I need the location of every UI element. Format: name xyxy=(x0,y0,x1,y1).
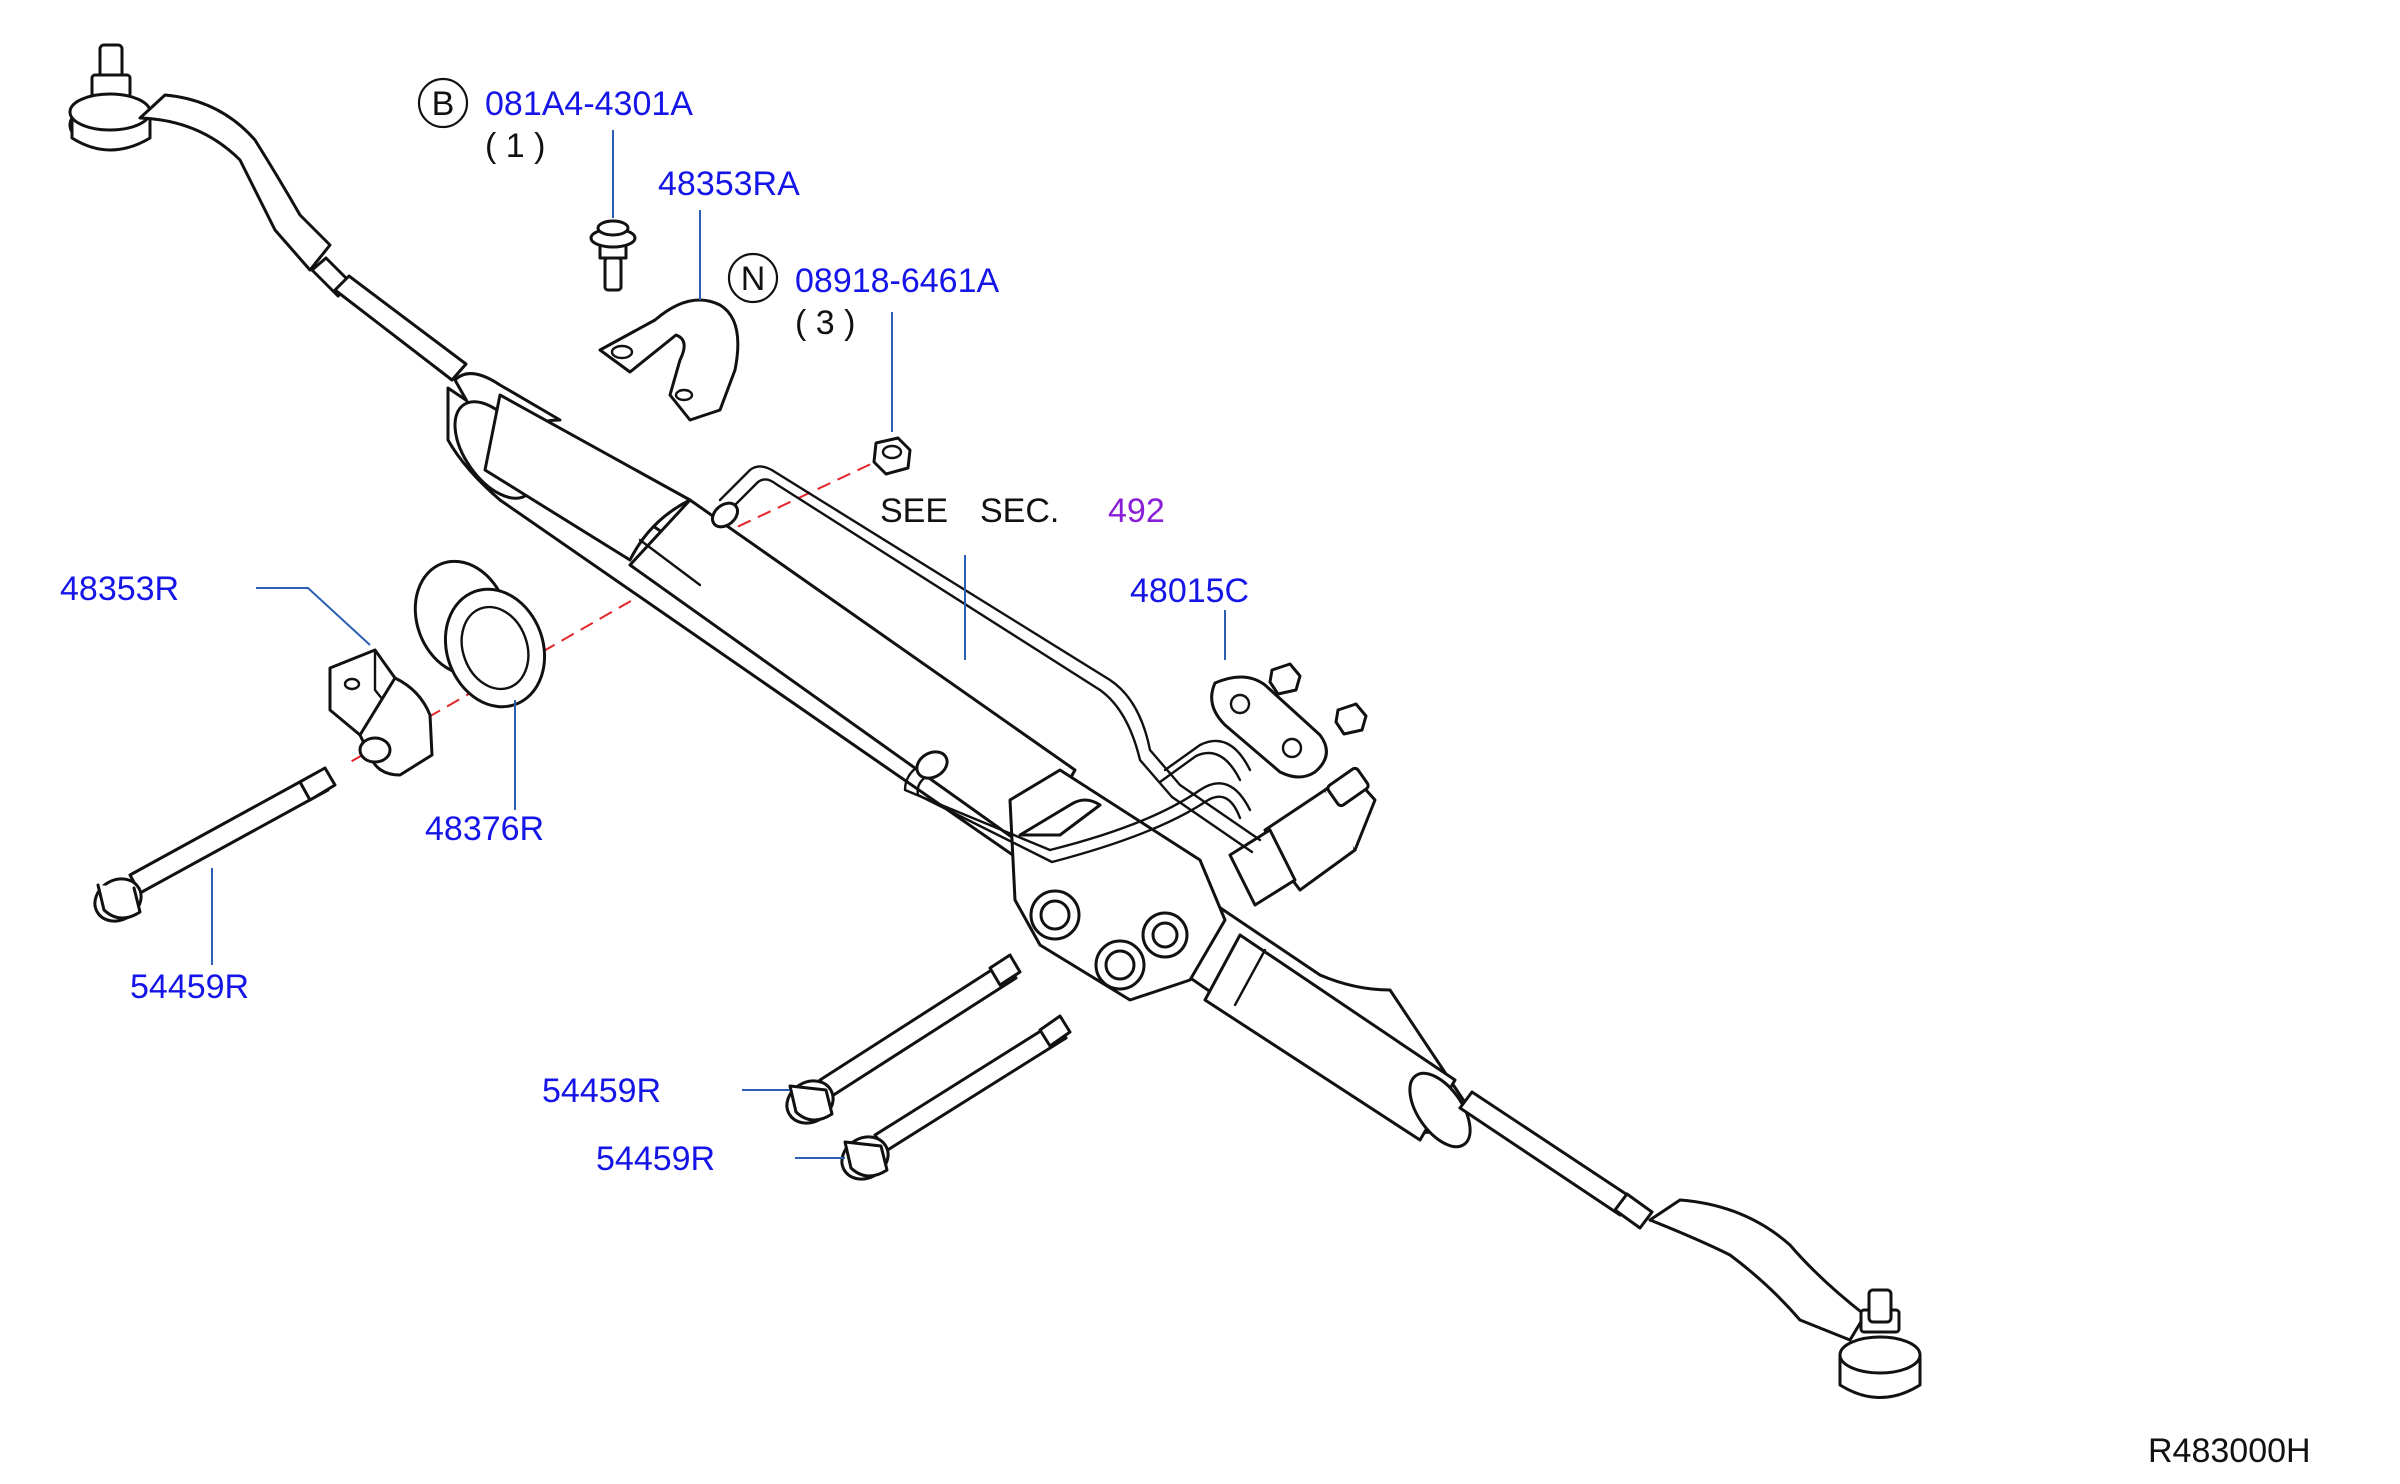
bolt-left xyxy=(93,766,337,923)
part-number-48353RA[interactable]: 48353RA xyxy=(658,165,800,203)
bolt-middle-upper xyxy=(785,953,1022,1125)
rack-clamp-upper xyxy=(598,298,740,422)
centerline-nut xyxy=(719,454,891,536)
right-inner-tie-rod xyxy=(1458,1090,1634,1217)
flange-bolt xyxy=(589,219,637,292)
right-tie-rod-end xyxy=(1648,1198,1922,1399)
rack-bushing xyxy=(413,559,547,709)
sec-label: SEC. xyxy=(980,492,1059,530)
badge-b-circle xyxy=(417,77,469,129)
section-ref-492[interactable]: 492 xyxy=(1108,492,1165,530)
part-number-48376R[interactable]: 48376R xyxy=(425,810,544,848)
rack-housing xyxy=(446,372,1472,1149)
part-number-54459R-lower[interactable]: 54459R xyxy=(596,1140,715,1178)
part-number-54459R-left[interactable]: 54459R xyxy=(130,968,249,1006)
part-number-54459R-upper[interactable]: 54459R xyxy=(542,1072,661,1110)
part-number-48353R[interactable]: 48353R xyxy=(60,570,179,608)
see-label: SEE xyxy=(880,492,948,530)
rack-clamp-lower xyxy=(328,648,434,777)
leader-lines xyxy=(211,130,1226,1159)
part-number-48015C[interactable]: 48015C xyxy=(1130,572,1249,610)
badge-b-letter: B xyxy=(432,85,455,123)
left-inner-tie-rod xyxy=(333,274,468,382)
badge-n-letter: N xyxy=(741,260,766,298)
part-number-08918-6461A[interactable]: 08918-6461A xyxy=(795,262,1000,300)
quantity-bolt-b: ( 1 ) xyxy=(485,127,545,165)
bolt-middle-lower xyxy=(840,1014,1072,1181)
rack-bracket xyxy=(1210,662,1368,779)
hydraulic-lines xyxy=(710,465,1262,864)
part-number-081A4-4301A[interactable]: 081A4-4301A xyxy=(485,85,693,123)
left-tie-rod-end xyxy=(68,43,354,298)
quantity-nut-n: ( 3 ) xyxy=(795,304,855,342)
badge-n-circle xyxy=(727,252,779,304)
diagram-code: R483000H xyxy=(2148,1432,2311,1470)
hex-nut xyxy=(872,436,912,476)
